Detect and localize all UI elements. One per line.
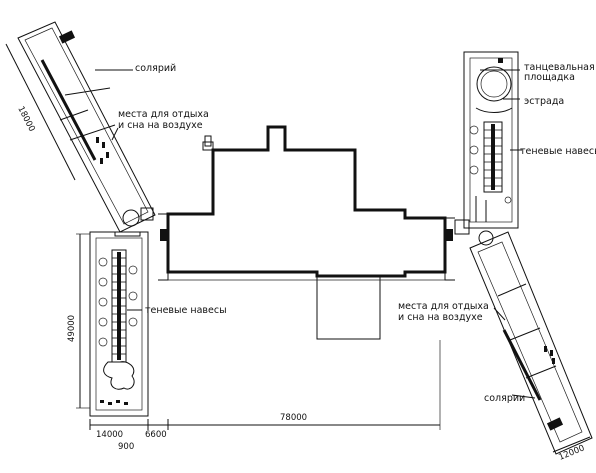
label-rest-places-right: места для отдыха — [398, 301, 489, 312]
trees-left — [98, 257, 138, 347]
label-solarium-top: солярий — [135, 63, 176, 74]
label-rest-places-right-2: и сна на воздухе — [398, 312, 483, 323]
shade-canopy-right — [483, 121, 503, 193]
label-solarium-bottom: солярии — [484, 393, 525, 404]
dim-78000: 78000 — [280, 413, 307, 423]
main-building — [158, 125, 455, 340]
label-stage: эстрада — [524, 96, 564, 107]
rest-furniture-top — [96, 137, 109, 164]
label-shade-canopies-right: теневые навесы — [520, 146, 596, 157]
dimension-49000 — [76, 233, 90, 409]
label-dance-floor-2: площадка — [524, 72, 575, 83]
label-rest-places-left-2: и сна на воздухе — [118, 120, 203, 131]
dimension-78000 — [158, 340, 441, 430]
label-rest-places-left: места для отдыха — [118, 109, 209, 120]
dimension-18000 — [5, 43, 76, 181]
bottom-dimensions-left — [89, 419, 169, 430]
dimension-12000 — [552, 436, 591, 453]
dim-900: 900 — [118, 442, 134, 452]
dim-6600: 6600 — [145, 430, 167, 440]
rest-furniture-bottom — [544, 346, 555, 364]
rest-furniture-left — [100, 400, 128, 405]
dim-12000: 12000 — [557, 443, 586, 462]
lower-right-wing — [469, 231, 593, 455]
dim-18000: 18000 — [15, 105, 36, 134]
upper-left-wing — [17, 21, 156, 233]
dim-14000: 14000 — [96, 430, 123, 440]
trees-right — [469, 125, 512, 204]
lower-left-wing — [89, 231, 149, 417]
leader-lines — [95, 69, 536, 399]
label-dance-floor: танцевальная — [524, 62, 595, 73]
label-shade-canopies-left: теневые навесы — [145, 305, 227, 316]
dim-49000: 49000 — [67, 315, 77, 342]
shade-canopy-left — [111, 249, 127, 363]
upper-right-wing — [454, 51, 519, 246]
